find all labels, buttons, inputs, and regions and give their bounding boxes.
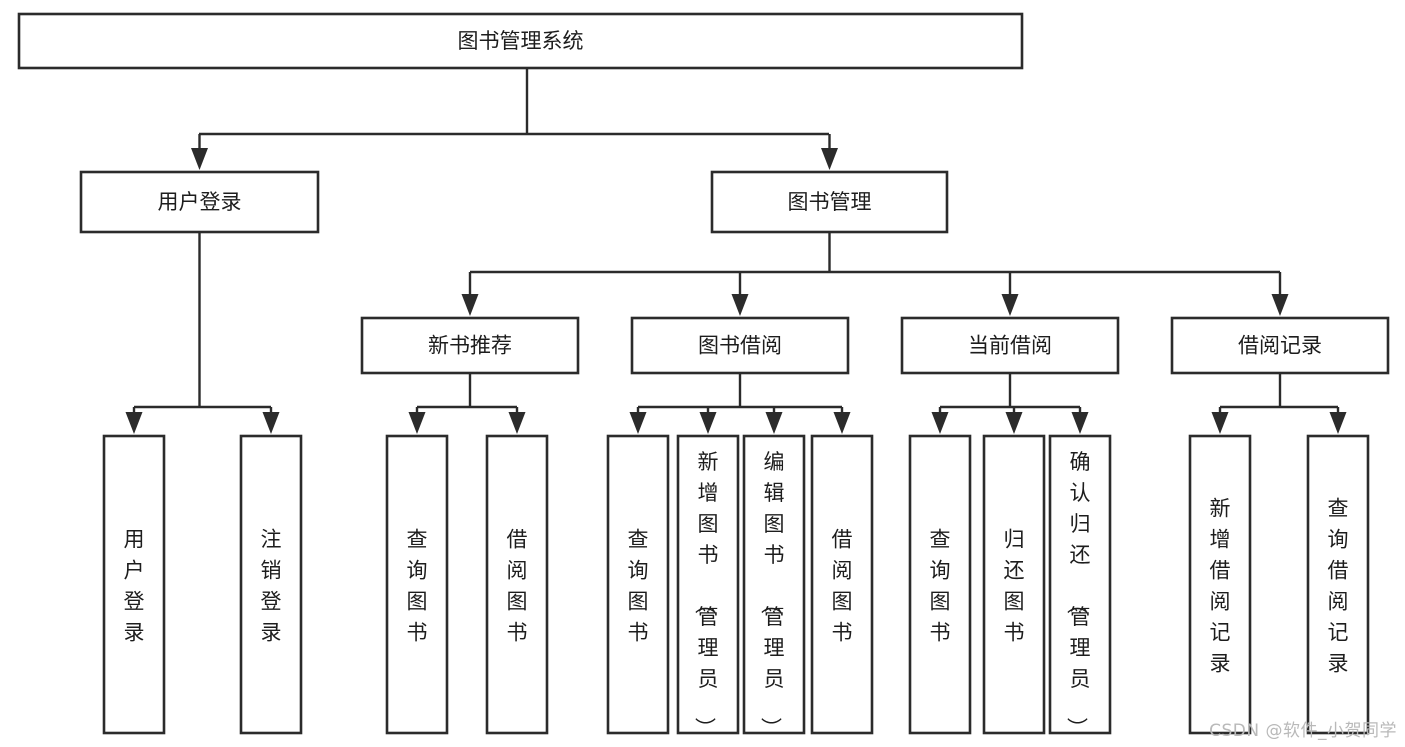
node-leaf-edit-book-admin-label: 编辑图书（管理员） — [759, 450, 785, 738]
node-leaf-logout[interactable]: 注销登录 — [239, 434, 303, 735]
node-leaf-edit-book-admin-rect — [742, 434, 806, 735]
node-new-book-recommend[interactable]: 新书推荐 — [360, 316, 580, 375]
node-leaf-logout-rect — [239, 434, 303, 735]
node-leaf-query-book-1-rect — [385, 434, 449, 735]
node-current-borrow-label: 当前借阅 — [968, 334, 1052, 358]
node-borrow-record[interactable]: 借阅记录 — [1170, 316, 1390, 375]
node-leaf-borrow-book-1[interactable]: 借阅图书 — [485, 434, 549, 735]
node-leaf-borrow-book-1-label: 借阅图书 — [507, 528, 528, 645]
arrow-borrow-record-icon — [1271, 294, 1289, 316]
arrow-leaf-logout-icon — [262, 412, 280, 434]
node-leaf-add-borrow-record-rect — [1188, 434, 1252, 735]
node-leaf-confirm-return-admin[interactable]: 确认归还（管理员） — [1048, 434, 1112, 738]
node-leaf-return-book-rect — [982, 434, 1046, 735]
node-book-borrow[interactable]: 图书借阅 — [630, 316, 850, 375]
arrow-leaf-confirm-return-admin-icon — [1071, 412, 1089, 434]
node-leaf-query-book-3[interactable]: 查询图书 — [908, 434, 972, 735]
node-leaf-query-borrow-record-label: 查询借阅记录 — [1328, 497, 1349, 676]
csdn-watermark: CSDN @软件_小贺同学 — [1209, 721, 1397, 741]
arrow-book-manage-icon — [821, 148, 838, 170]
node-leaf-user-login-label: 用户登录 — [124, 528, 145, 645]
node-leaf-borrow-book-2-rect — [810, 434, 874, 735]
node-leaf-borrow-book-2[interactable]: 借阅图书 — [810, 434, 874, 735]
node-current-borrow[interactable]: 当前借阅 — [900, 316, 1120, 375]
node-book-manage-label: 图书管理 — [788, 190, 872, 214]
node-leaf-borrow-book-1-rect — [485, 434, 549, 735]
arrow-leaf-add-book-admin-icon — [699, 412, 717, 434]
node-leaf-user-login[interactable]: 用户登录 — [102, 434, 166, 735]
node-leaf-add-book-admin[interactable]: 新增图书（管理员） — [676, 434, 740, 738]
arrow-leaf-borrow-book-1-icon — [508, 412, 526, 434]
arrow-user-login-icon — [191, 148, 208, 170]
arrow-leaf-borrow-book-2-icon — [833, 412, 851, 434]
node-leaf-add-book-admin-label: 新增图书（管理员） — [693, 450, 719, 738]
arrow-book-borrow-icon — [731, 294, 749, 316]
node-user-login-rect — [79, 170, 320, 234]
node-leaf-logout-label: 注销登录 — [261, 528, 282, 645]
node-current-borrow-rect — [900, 316, 1120, 375]
arrow-leaf-query-book-2-icon — [629, 412, 647, 434]
node-leaf-query-book-1[interactable]: 查询图书 — [385, 434, 449, 735]
node-new-book-recommend-label: 新书推荐 — [428, 334, 512, 358]
node-borrow-record-rect — [1170, 316, 1390, 375]
node-book-manage[interactable]: 图书管理 — [710, 170, 949, 234]
node-leaf-borrow-book-2-label: 借阅图书 — [832, 528, 853, 645]
node-leaf-add-book-admin-rect — [676, 434, 740, 735]
node-leaf-return-book-label: 归还图书 — [1004, 528, 1025, 645]
arrow-current-borrow-icon — [1001, 294, 1019, 316]
node-leaf-query-book-3-label: 查询图书 — [930, 528, 951, 645]
node-leaf-query-book-2[interactable]: 查询图书 — [606, 434, 670, 735]
node-leaf-confirm-return-admin-rect — [1048, 434, 1112, 735]
node-leaf-query-book-3-rect — [908, 434, 972, 735]
root-node-book-management-system-rect — [17, 12, 1024, 70]
arrow-leaf-query-borrow-record-icon — [1329, 412, 1347, 434]
nodes-layer: 图书管理系统用户登录图书管理新书推荐图书借阅当前借阅借阅记录用户登录注销登录查询… — [17, 12, 1390, 738]
node-borrow-record-label: 借阅记录 — [1238, 334, 1322, 358]
root-node-book-management-system-label: 图书管理系统 — [458, 29, 584, 53]
arrow-new-book-recommend-icon — [461, 294, 479, 316]
node-leaf-query-book-2-label: 查询图书 — [628, 528, 649, 645]
node-leaf-return-book[interactable]: 归还图书 — [982, 434, 1046, 735]
node-user-login-label: 用户登录 — [158, 190, 242, 214]
root-node-book-management-system[interactable]: 图书管理系统 — [17, 12, 1024, 70]
connectors-layer — [125, 68, 1347, 434]
node-leaf-confirm-return-admin-label: 确认归还（管理员） — [1065, 450, 1091, 738]
node-leaf-query-book-1-label: 查询图书 — [407, 528, 428, 645]
arrow-leaf-user-login-icon — [125, 412, 143, 434]
node-book-manage-rect — [710, 170, 949, 234]
node-user-login[interactable]: 用户登录 — [79, 170, 320, 234]
arrow-leaf-return-book-icon — [1005, 412, 1023, 434]
arrow-leaf-query-book-1-icon — [408, 412, 426, 434]
node-leaf-query-borrow-record[interactable]: 查询借阅记录 — [1306, 434, 1370, 735]
node-leaf-add-borrow-record[interactable]: 新增借阅记录 — [1188, 434, 1252, 735]
node-leaf-query-book-2-rect — [606, 434, 670, 735]
node-new-book-recommend-rect — [360, 316, 580, 375]
arrow-leaf-add-borrow-record-icon — [1211, 412, 1229, 434]
node-leaf-add-borrow-record-label: 新增借阅记录 — [1210, 497, 1231, 676]
node-leaf-user-login-rect — [102, 434, 166, 735]
arrow-leaf-query-book-3-icon — [931, 412, 949, 434]
node-leaf-query-borrow-record-rect — [1306, 434, 1370, 735]
node-book-borrow-rect — [630, 316, 850, 375]
arrow-leaf-edit-book-admin-icon — [765, 412, 783, 434]
node-book-borrow-label: 图书借阅 — [698, 334, 782, 358]
node-leaf-edit-book-admin[interactable]: 编辑图书（管理员） — [742, 434, 806, 738]
